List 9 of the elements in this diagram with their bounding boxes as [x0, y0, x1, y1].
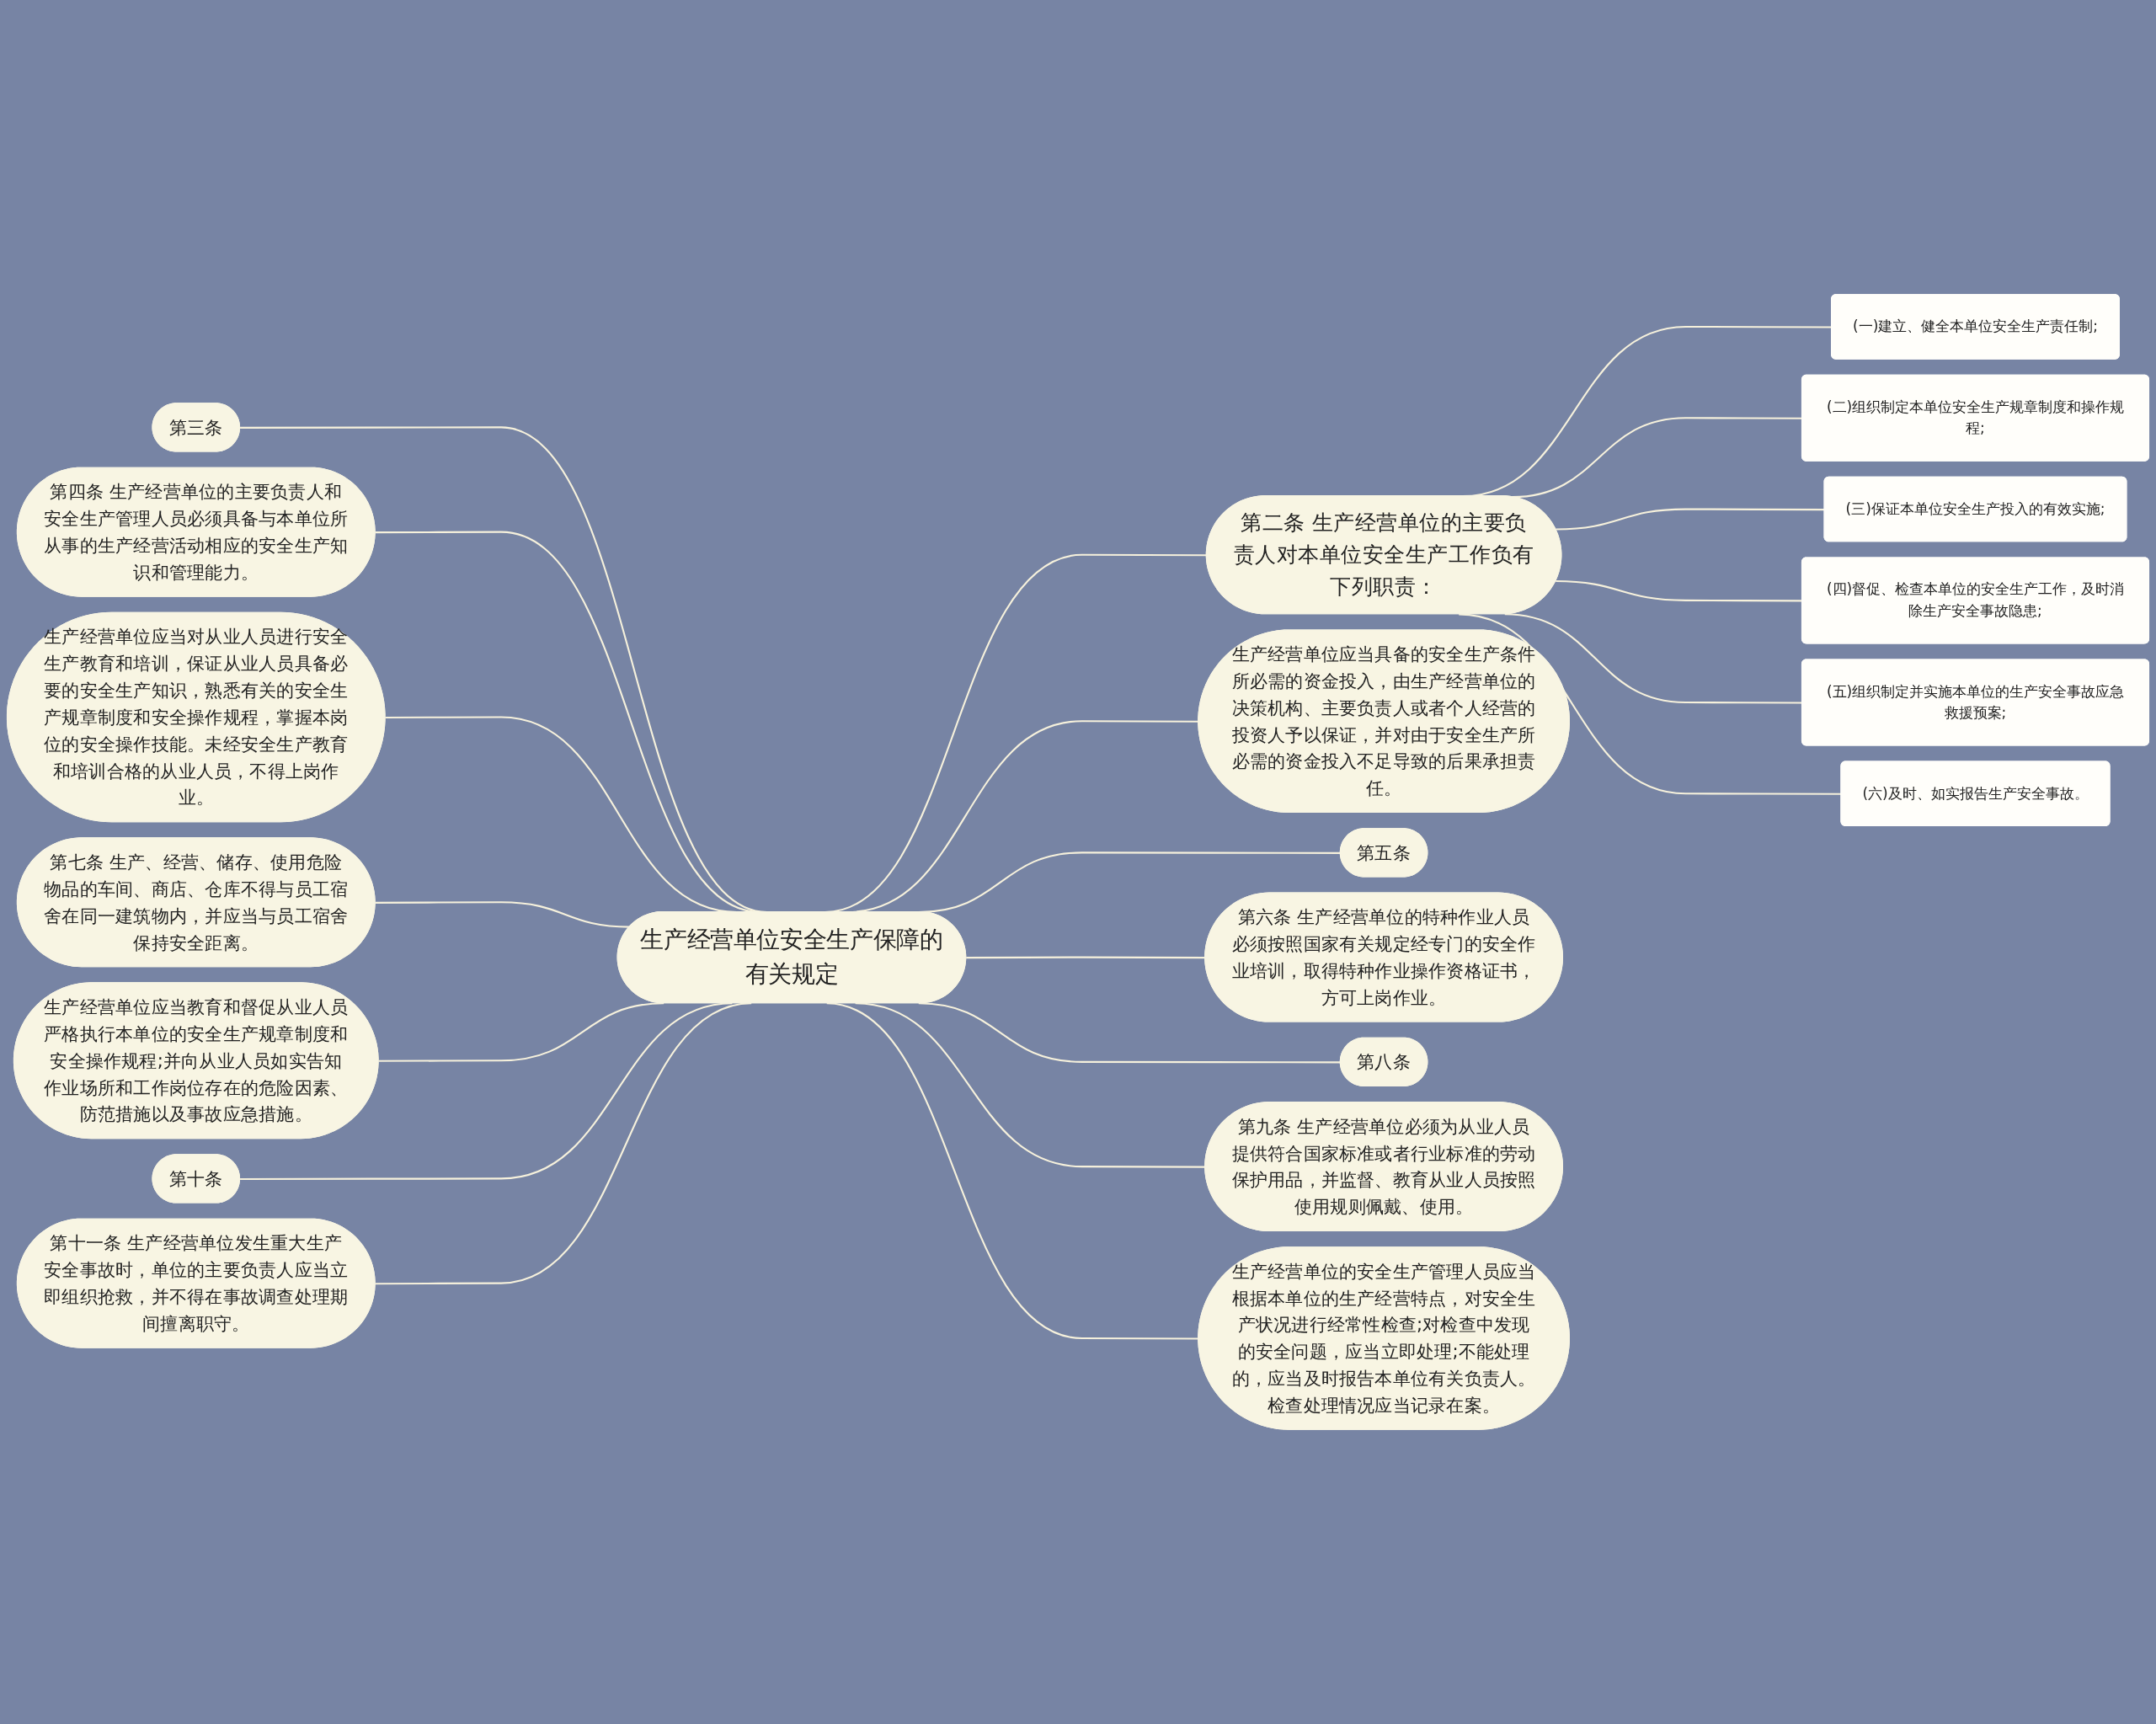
connector	[378, 1002, 664, 1062]
connector	[375, 1002, 752, 1285]
connector	[1504, 613, 1802, 704]
connector	[1556, 508, 1825, 531]
connector	[375, 901, 630, 928]
connector	[918, 1002, 1341, 1064]
connector	[1512, 417, 1802, 499]
connector	[1556, 580, 1802, 602]
connector	[240, 1002, 733, 1180]
